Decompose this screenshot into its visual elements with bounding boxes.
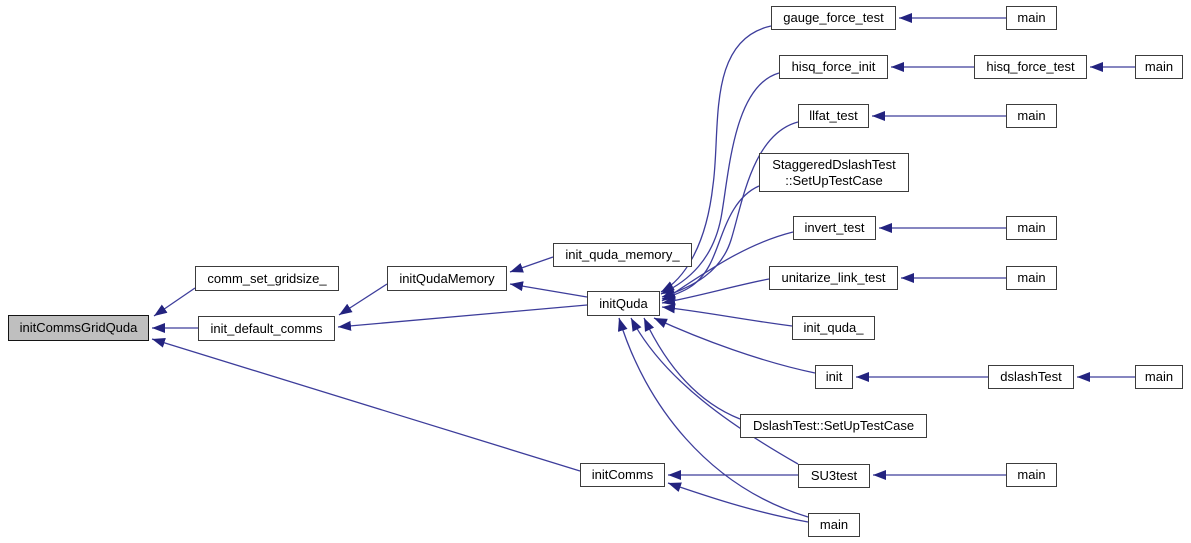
edge-DslashTest-SetUpTestCase-initQuda — [643, 317, 741, 420]
edge-initQudaMemory-init_default_comms — [338, 283, 388, 316]
node-main-7[interactable]: main — [1006, 463, 1057, 487]
edge-initComms-initCommsGridQuda — [151, 338, 581, 472]
edge-init-initQuda — [653, 317, 816, 374]
edge-initQuda-init_default_comms — [337, 304, 588, 331]
node-StaggeredDslashTest-SetUpTestCase[interactable]: StaggeredDslashTest ::SetUpTestCase — [759, 153, 909, 192]
node-hisq_force_init[interactable]: hisq_force_init — [779, 55, 888, 79]
node-main-2[interactable]: main — [1135, 55, 1183, 79]
edge-invert_test-initQuda — [661, 231, 794, 302]
node-comm_set_gridsize_[interactable]: comm_set_gridsize_ — [195, 266, 339, 291]
edge-main8-initQuda — [617, 317, 809, 518]
edge-SU3test-initQuda — [630, 317, 799, 465]
node-init_quda_memory_[interactable]: init_quda_memory_ — [553, 243, 692, 267]
node-main-1[interactable]: main — [1006, 6, 1057, 30]
node-init_default_comms[interactable]: init_default_comms — [198, 316, 335, 341]
node-main-3[interactable]: main — [1006, 104, 1057, 128]
node-gauge_force_test[interactable]: gauge_force_test — [771, 6, 896, 30]
node-main-5[interactable]: main — [1006, 266, 1057, 290]
edge-StaggeredDslashTest-initQuda — [661, 185, 760, 300]
edge-init_quda_memory_-initQudaMemory — [509, 256, 554, 273]
node-llfat_test[interactable]: llfat_test — [798, 104, 869, 128]
node-init_quda_[interactable]: init_quda_ — [792, 316, 875, 340]
edge-init_quda_-initQuda — [661, 303, 793, 327]
node-hisq_force_test[interactable]: hisq_force_test — [974, 55, 1087, 79]
node-dslashTest[interactable]: dslashTest — [988, 365, 1074, 389]
edge-gauge_force_test-initQuda — [660, 25, 772, 293]
node-main-4[interactable]: main — [1006, 216, 1057, 240]
edge-main8-initComms — [667, 482, 809, 523]
edge-comm_set_gridsize_-initCommsGridQuda — [153, 287, 196, 317]
edge-hisq_force_init-initQuda — [660, 72, 780, 295]
node-initComms[interactable]: initComms — [580, 463, 665, 487]
node-initQudaMemory[interactable]: initQudaMemory — [387, 266, 507, 291]
node-DslashTest-SetUpTestCase[interactable]: DslashTest::SetUpTestCase — [740, 414, 927, 438]
node-SU3test[interactable]: SU3test — [798, 464, 870, 488]
node-invert_test[interactable]: invert_test — [793, 216, 876, 240]
node-init[interactable]: init — [815, 365, 853, 389]
node-initQuda[interactable]: initQuda — [587, 291, 660, 316]
node-main-6[interactable]: main — [1135, 365, 1183, 389]
edge-llfat_test-initQuda — [661, 121, 799, 298]
edge-initQuda-initQudaMemory — [509, 281, 588, 298]
node-initCommsGridQuda[interactable]: initCommsGridQuda — [8, 315, 149, 341]
edge-unitarize_link_test-initQuda — [661, 278, 770, 306]
node-main-8[interactable]: main — [808, 513, 860, 537]
node-unitarize_link_test[interactable]: unitarize_link_test — [769, 266, 898, 290]
